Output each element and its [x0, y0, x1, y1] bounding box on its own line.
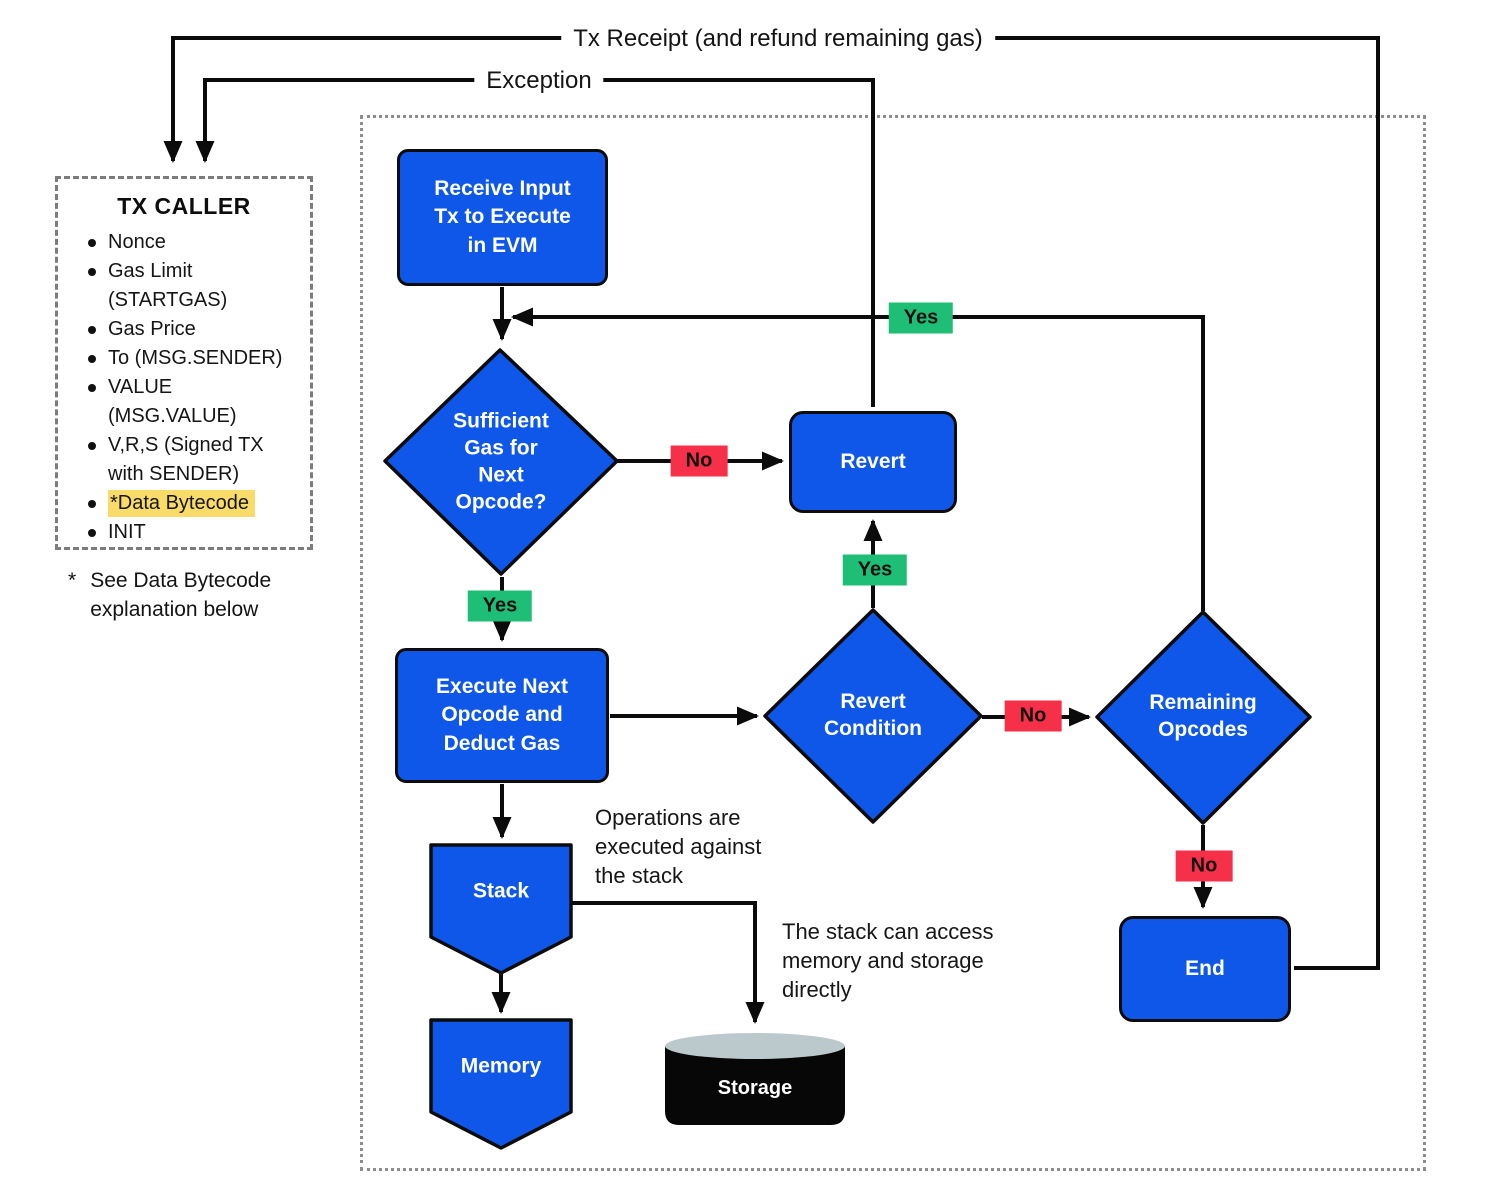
tx-receipt-connector-right: [986, 36, 1380, 970]
bullet-icon: [88, 239, 96, 247]
chip-loop-yes: Yes: [888, 302, 954, 334]
node-receive-line3: in EVM: [467, 233, 538, 257]
revert-condition-label: Revert Condition: [824, 690, 922, 740]
exception-connector-left: [195, 78, 480, 163]
bullet-icon: [88, 442, 96, 450]
stack-label: Stack: [472, 879, 530, 903]
data-bytecode-footnote: * See Data Bytecode explanation below: [68, 566, 271, 624]
memory-shape: [429, 1018, 573, 1150]
footnote-text: See Data Bytecode explanation below: [90, 569, 272, 621]
chip-gas-yes: Yes: [467, 590, 533, 622]
data-bytecode-highlight: *Data Bytecode: [108, 490, 255, 517]
node-receive-line2: Tx to Execute: [434, 205, 571, 229]
storage-label: Storage: [717, 1077, 793, 1100]
tx-caller-title: TX CALLER: [117, 193, 251, 219]
tx-caller-panel: TX CALLER Nonce Gas Limit (STARTGAS) Gas…: [55, 176, 313, 550]
storage-cylinder-body: [665, 1046, 845, 1125]
exception-line-label: Exception: [474, 65, 604, 97]
stack-to-storage-connector: [571, 901, 765, 1024]
memory-label: Memory: [460, 1054, 542, 1078]
chip-revert-no: No: [1004, 700, 1062, 732]
exception-connector-right: [600, 78, 875, 407]
node-execute-line3: Deduct Gas: [443, 731, 561, 755]
sufficient-gas-label: Sufficient Gas for Next Opcode?: [453, 409, 549, 513]
bullet-icon: [88, 500, 96, 508]
tx-caller-item: V,R,S (Signed TX with SENDER): [88, 431, 300, 489]
node-revert-label: Revert: [840, 449, 906, 473]
tx-caller-item: INIT: [88, 518, 300, 547]
tx-receipt-connector-left: [163, 36, 571, 163]
evm-boundary-frame: [360, 115, 1426, 1171]
node-execute-line2: Opcode and: [441, 703, 563, 727]
tx-caller-item: Nonce: [88, 228, 300, 257]
bullet-icon: [88, 268, 96, 276]
node-receive-line1: Receive Input: [434, 176, 571, 200]
tx-caller-item-highlighted: *Data Bytecode: [88, 489, 300, 518]
tx-receipt-line-label: Tx Receipt (and refund remaining gas): [561, 23, 995, 55]
remaining-opcodes-label: Remaining Opcodes: [1149, 691, 1257, 741]
remaining-opcodes-diamond: [1095, 610, 1312, 825]
node-end: End: [1119, 916, 1291, 1022]
node-receive-input: Receive Input Tx to Execute in EVM: [397, 149, 608, 286]
chip-remaining-no: No: [1175, 850, 1233, 882]
tx-caller-item: To (MSG.SENDER): [88, 344, 300, 373]
node-execute-line1: Execute Next: [436, 674, 568, 698]
revert-condition-diamond: [763, 608, 983, 824]
bullet-icon: [88, 326, 96, 334]
node-execute-opcode: Execute Next Opcode and Deduct Gas: [395, 648, 609, 783]
stack-shape: [429, 843, 573, 975]
tx-caller-item: Gas Limit (STARTGAS): [88, 257, 300, 315]
tx-caller-item: Gas Price: [88, 315, 300, 344]
bullet-icon: [88, 529, 96, 537]
storage-cylinder-top: [665, 1033, 845, 1059]
node-end-label: End: [1185, 956, 1225, 980]
stack-access-annotation: The stack can access memory and storage …: [782, 919, 994, 1002]
remaining-yes-loop-connector: [511, 307, 1205, 611]
node-revert: Revert: [789, 411, 957, 513]
chip-gas-no: No: [670, 445, 728, 477]
stack-operations-annotation: Operations are executed against the stac…: [595, 805, 762, 888]
asterisk-marker: *: [68, 569, 77, 592]
tx-caller-list: Nonce Gas Limit (STARTGAS) Gas Price To …: [58, 228, 310, 547]
tx-caller-item: VALUE (MSG.VALUE): [88, 373, 300, 431]
bullet-icon: [88, 355, 96, 363]
sufficient-gas-diamond: [383, 348, 619, 576]
bullet-icon: [88, 384, 96, 392]
chip-revert-yes: Yes: [842, 554, 908, 586]
